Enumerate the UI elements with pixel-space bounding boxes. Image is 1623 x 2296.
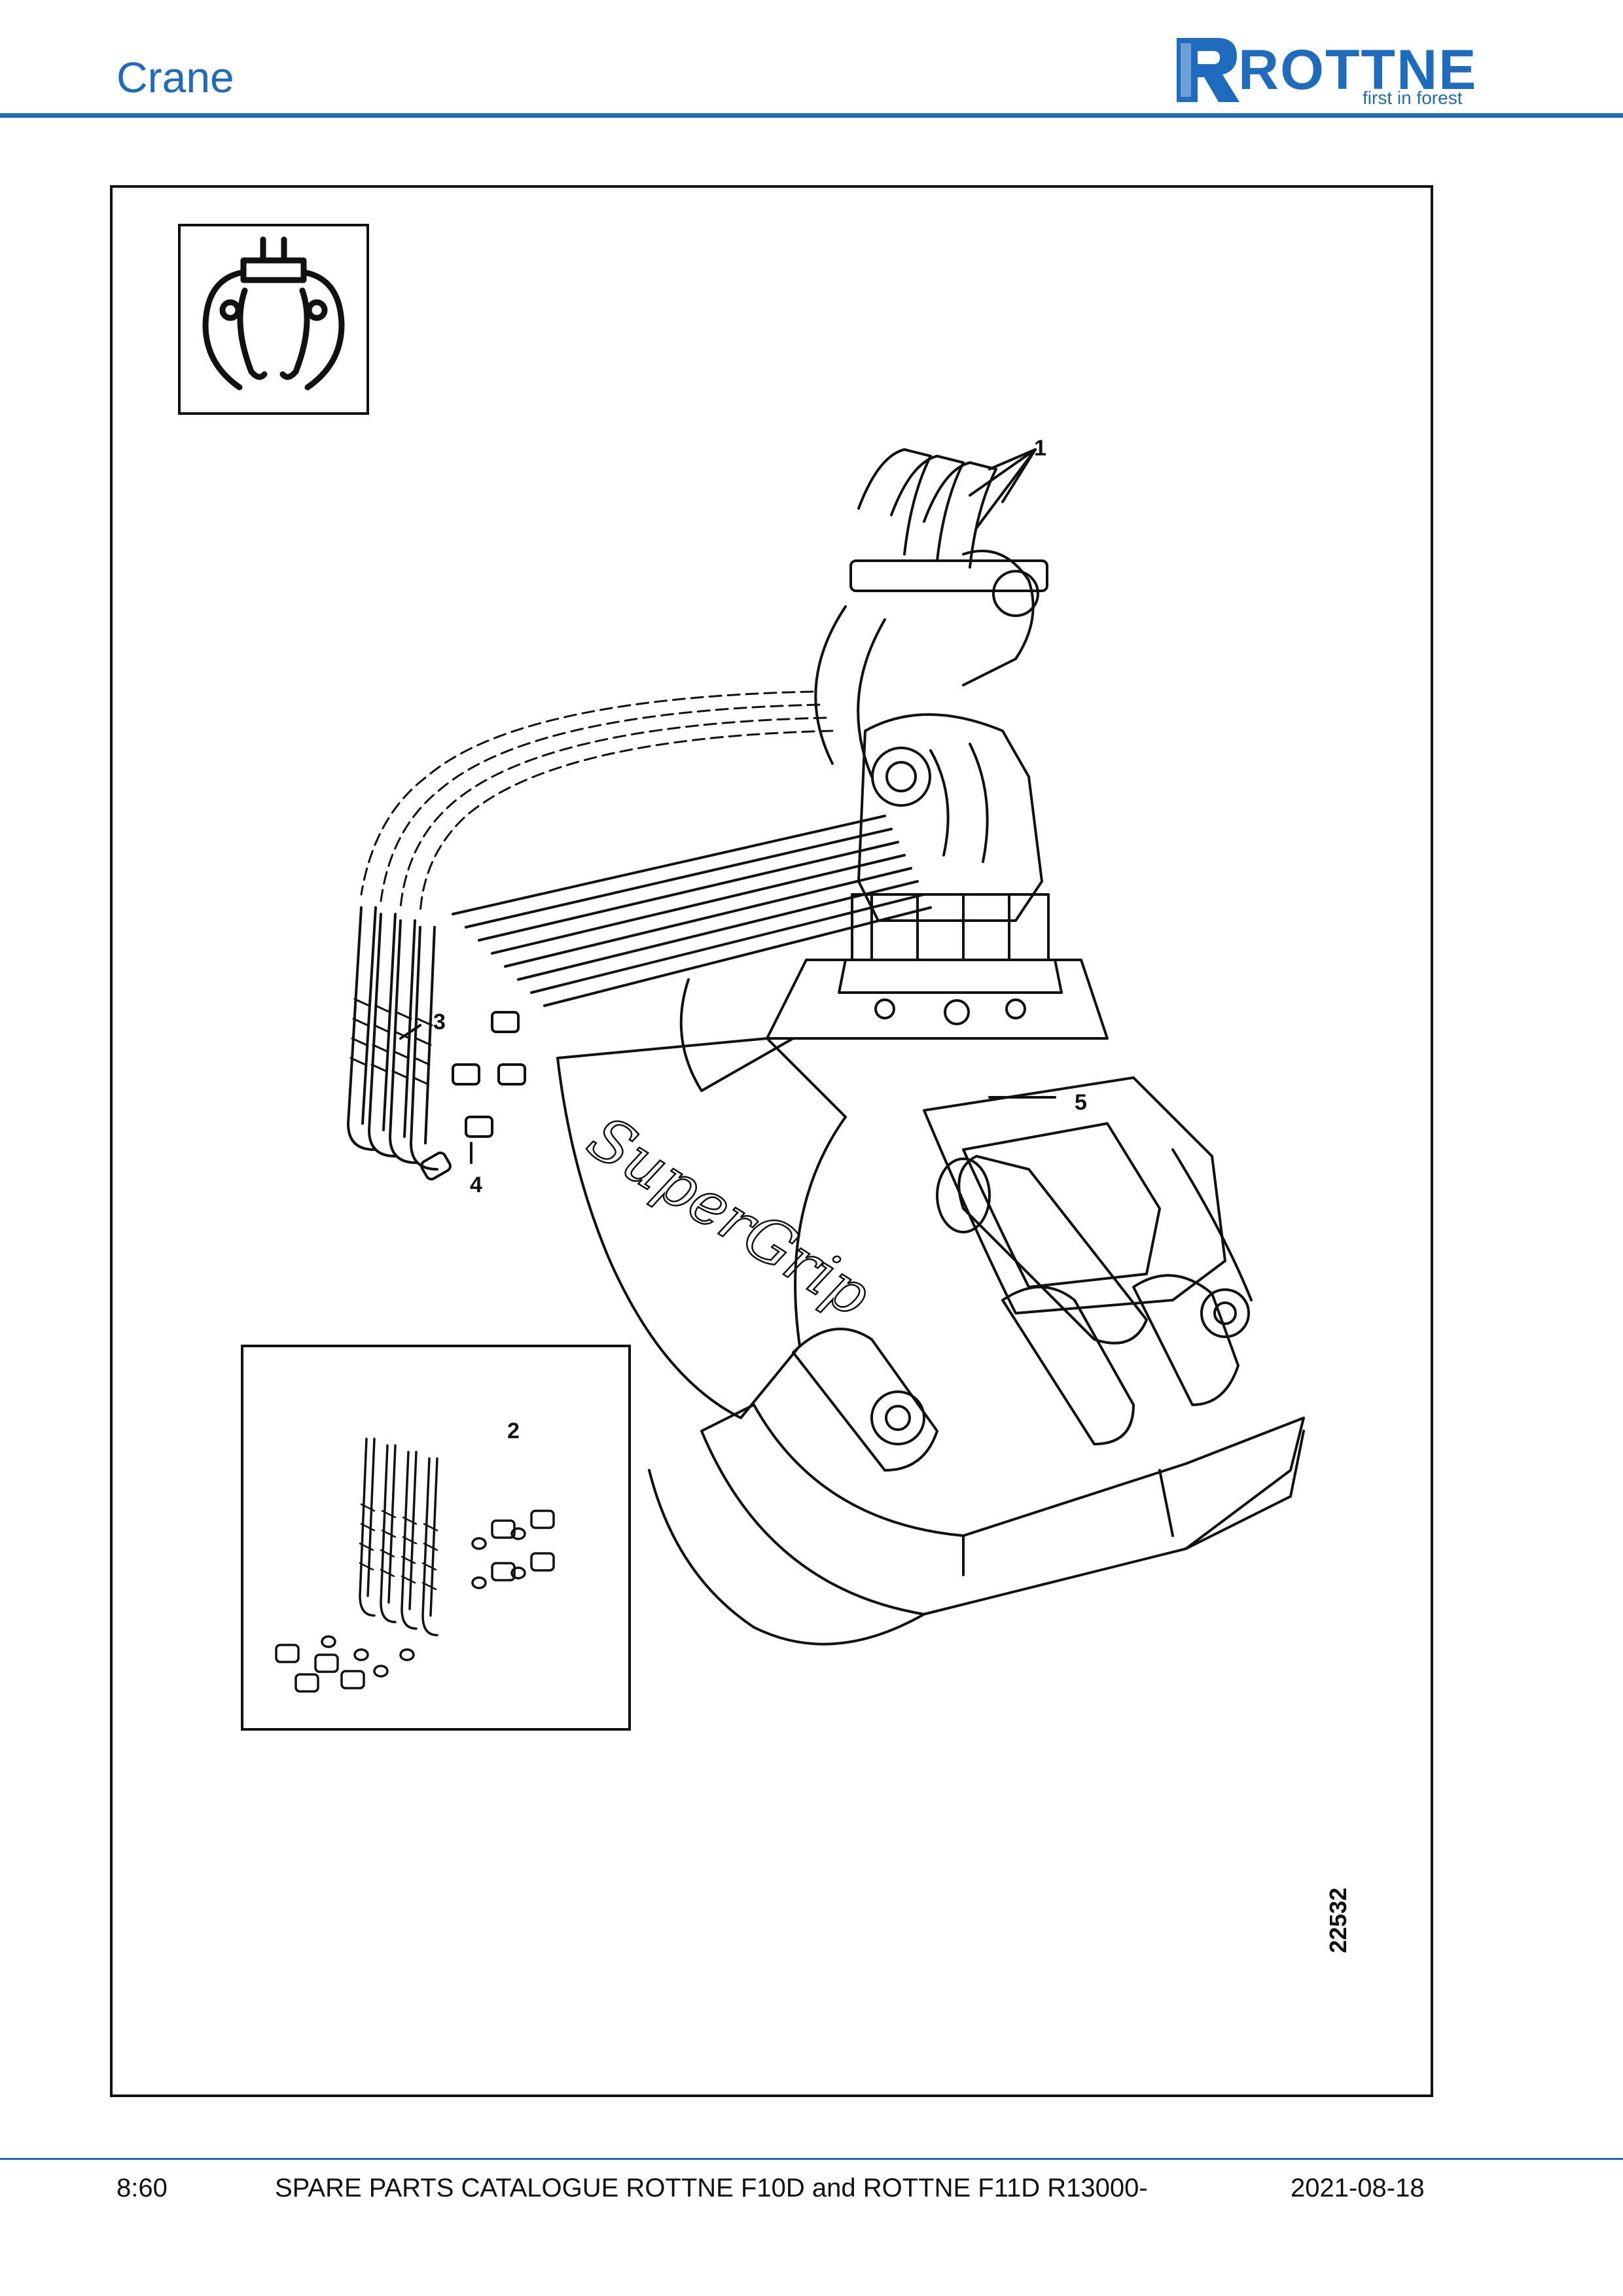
- page-title: Crane: [116, 53, 234, 101]
- logo-wordmark: ROTTNE: [1238, 39, 1478, 101]
- grapple-frame: [556, 959, 1305, 1646]
- grapple-icon: [202, 236, 345, 391]
- footer-page-number: 8:60: [116, 2174, 168, 2202]
- rotator-body: [838, 713, 1063, 1025]
- rotator-link: [814, 448, 1048, 778]
- footer-catalogue-title: SPARE PARTS CATALOGUE ROTTNE F10D and RO…: [275, 2174, 1148, 2202]
- hose-ends-bundle: [347, 906, 452, 1181]
- hydraulic-hoses: [452, 815, 932, 1007]
- hose-fittings: [452, 1011, 526, 1138]
- hose-routing-dashed: [360, 690, 834, 915]
- callout-3: 3: [433, 1010, 446, 1034]
- figure-frame: [110, 185, 1433, 2097]
- footer-date: 2021-08-18: [1291, 2174, 1425, 2202]
- callout-4: 4: [470, 1173, 482, 1197]
- callout-2: 2: [507, 1419, 520, 1443]
- callout-5: 5: [1075, 1090, 1087, 1115]
- inset-hose-kit: [275, 1438, 555, 1693]
- rottne-r-mark-icon: [1177, 38, 1240, 102]
- drawing-number: 22532: [1325, 1887, 1351, 1953]
- grapple-rotator-illustration: SuperGrip: [347, 448, 1305, 1646]
- logo-tagline: first in forest: [1363, 88, 1463, 108]
- inset-detail-box: [241, 1345, 631, 1731]
- callout-1: 1: [1034, 436, 1046, 461]
- rottne-logo: ROTTNE first in forest: [1171, 31, 1512, 111]
- footer-rule: [0, 2158, 1623, 2160]
- header-rule: [0, 113, 1623, 118]
- supergrip-script: SuperGrip: [576, 1103, 882, 1330]
- grapple-symbol-box: [178, 224, 369, 415]
